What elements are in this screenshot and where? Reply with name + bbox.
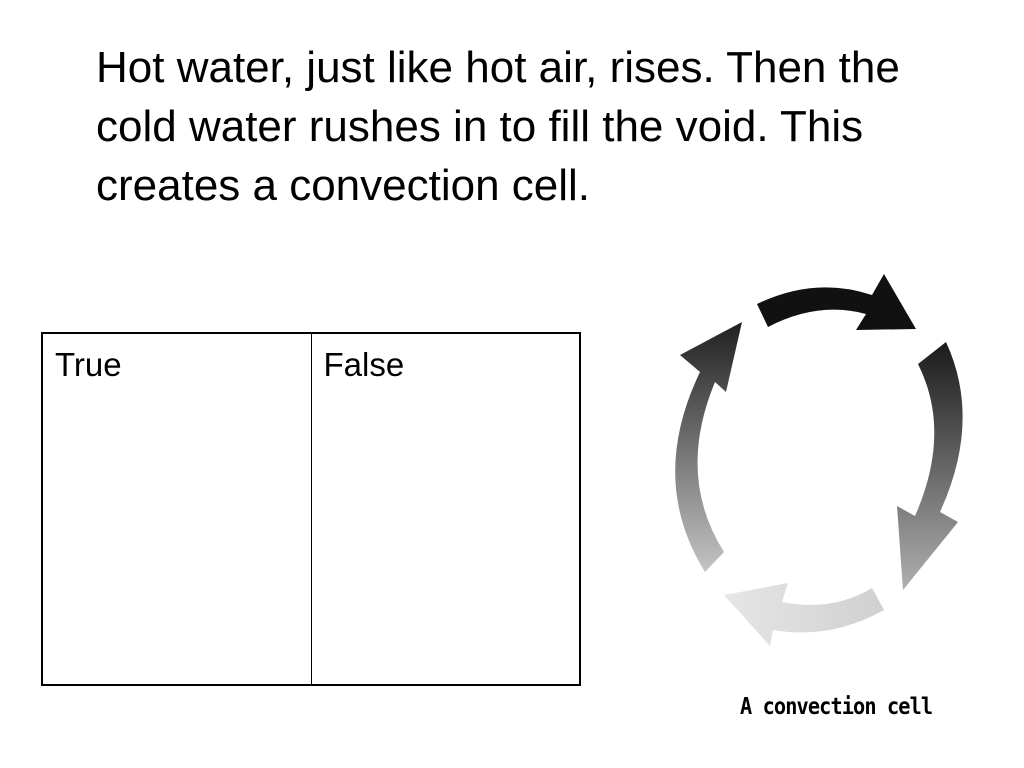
right-arrow-icon [897, 342, 963, 590]
diagram-caption: A convection cell [740, 694, 933, 720]
top-arrow-icon [757, 274, 916, 330]
statement-text: Hot water, just like hot air, rises. The… [96, 43, 900, 210]
true-column[interactable]: True [43, 334, 311, 684]
true-false-table: True False [41, 332, 581, 686]
convection-cell-diagram [675, 274, 963, 646]
true-column-header: True [55, 346, 122, 383]
left-arrow-icon [675, 322, 742, 572]
bottom-arrow-icon [724, 583, 884, 646]
false-column-header: False [323, 346, 405, 383]
false-column[interactable]: False [310, 334, 580, 684]
